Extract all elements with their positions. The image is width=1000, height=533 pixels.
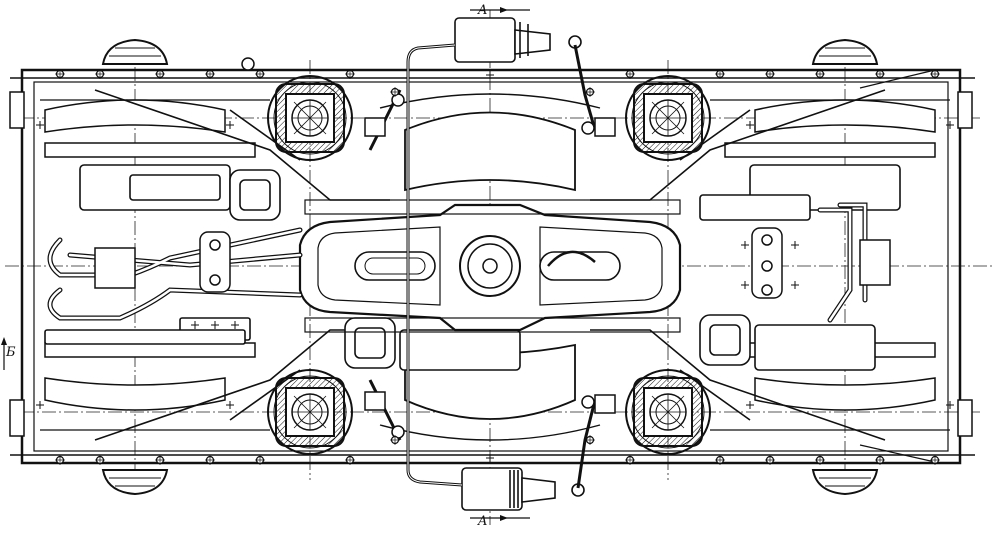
cable-harness-left-inner: [48, 228, 302, 320]
axlebox-top-left: [267, 75, 353, 161]
axlebox-bottom-right: [625, 369, 711, 455]
side-frame: [9, 68, 975, 465]
bolster: [298, 199, 682, 333]
svg-text:Б: Б: [5, 345, 16, 360]
axlebox-bottom-left: [267, 369, 353, 455]
svg-text:A: A: [477, 3, 487, 18]
brake-cylinder-bottom: [461, 467, 585, 511]
section-mark-top: A: [470, 3, 530, 18]
side-rails: [40, 69, 950, 463]
section-mark-bottom: A: [470, 514, 530, 529]
levers: [241, 57, 616, 439]
axlebox-top-right: [625, 75, 711, 161]
brake-cylinder-top: [454, 17, 582, 63]
brake-rods-inner: [407, 44, 463, 486]
wheel-sets: [44, 99, 936, 411]
section-mark-left: Б: [1, 337, 16, 370]
brake-units: [44, 164, 901, 371]
cable-harness-right-inner: [818, 203, 867, 322]
svg-text:A: A: [477, 514, 487, 529]
junction-boxes: [94, 227, 891, 299]
